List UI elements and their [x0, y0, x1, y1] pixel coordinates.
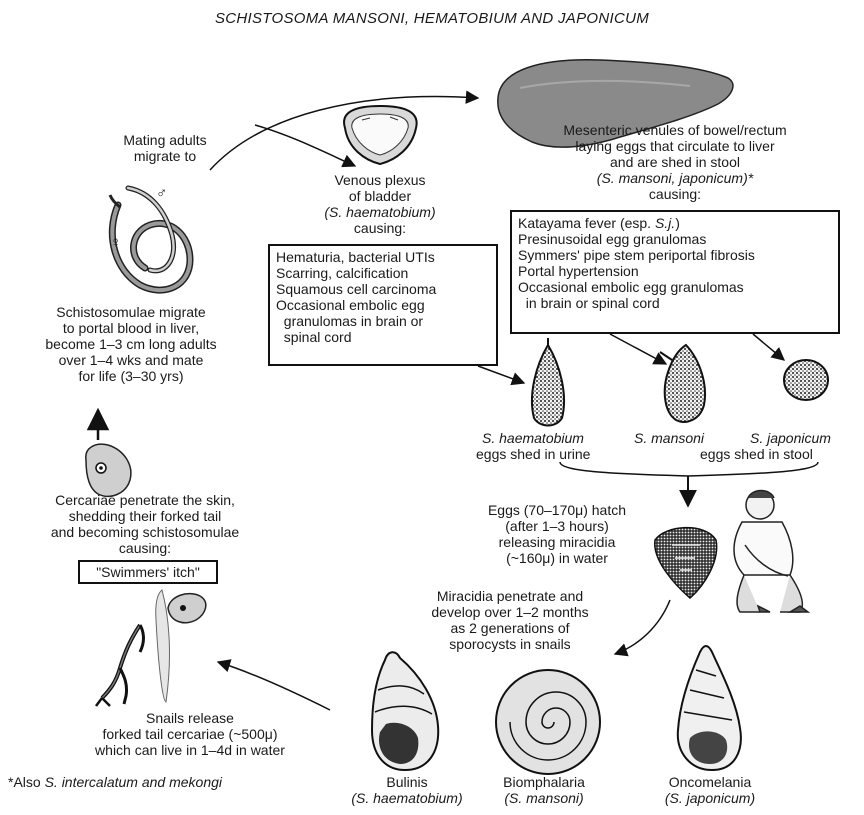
- liver-effect-item: Occasional embolic egg granulomas: [518, 279, 832, 295]
- arrow-liver-box-to-egg-japonicum: [753, 334, 784, 360]
- snail-bulinis-caption: Bulinis (S. haematobium): [332, 774, 482, 806]
- eggs-stool-label: eggs shed in stool: [700, 446, 813, 462]
- arrow-to-liver: [210, 97, 478, 170]
- liver-effect-item: Portal hypertension: [518, 263, 832, 279]
- bladder-effect-item: Hematuria, bacterial UTIs: [276, 249, 490, 265]
- egg-haematobium-label: S. haematobium: [482, 430, 584, 446]
- egg-mansoni-label: S. mansoni: [634, 430, 704, 446]
- bladder-effect-item: Squamous cell carcinoma: [276, 281, 490, 297]
- eggs-urine-label: eggs shed in urine: [476, 446, 590, 462]
- eggs-converge-bracket: [560, 462, 818, 476]
- schistosomulae-label: Schistosomulae migrate to portal blood i…: [0, 304, 262, 384]
- liver-effect-item: Presinusoidal egg granulomas: [518, 231, 832, 247]
- mating-adults-label: Mating adults migrate to: [90, 132, 240, 164]
- egg-japonicum-label: S. japonicum: [750, 430, 831, 446]
- liver-effect-item: Katayama fever (esp. S.j.): [518, 215, 832, 231]
- liver-effect-item: in brain or spinal cord: [518, 295, 832, 311]
- bladder-effect-item: Scarring, calcification: [276, 265, 490, 281]
- arrow-snails-to-cercariae: [218, 662, 330, 710]
- swimmers-itch-box: "Swimmers' itch": [78, 560, 218, 584]
- cercariae-label: Cercariae penetrate the skin, shedding t…: [0, 492, 290, 556]
- bladder-label: Venous plexus of bladder (S. haematobium…: [295, 172, 465, 236]
- arrow-bladder-box-to-egg: [478, 366, 524, 383]
- bladder-effects-box: Hematuria, bacterial UTIs Scarring, calc…: [268, 244, 498, 366]
- snail-oncomelania-caption: Oncomelania (S. japonicum): [640, 774, 780, 806]
- bladder-effect-item: Occasional embolic egg: [276, 297, 490, 313]
- miracidia-label: Miracidia penetrate and develop over 1–2…: [400, 588, 620, 652]
- male-symbol: ♂: [156, 186, 167, 202]
- snails-release-label: Snails release forked tail cercariae (~5…: [60, 710, 320, 758]
- snail-biomphalaria-caption: Biomphalaria (S. mansoni): [484, 774, 604, 806]
- arrow-to-bladder: [255, 125, 355, 166]
- liver-effect-item: Symmers' pipe stem periportal fibrosis: [518, 247, 832, 263]
- footnote: *Also S. intercalatum and mekongi: [8, 774, 222, 790]
- liver-effects-box: Katayama fever (esp. S.j.) Presinusoidal…: [510, 210, 840, 334]
- arrow-miracidia-to-snails: [615, 600, 670, 654]
- female-symbol: ♀: [110, 235, 121, 251]
- liver-label: Mesenteric venules of bowel/rectum layin…: [505, 122, 845, 202]
- bladder-effect-item: spinal cord: [276, 329, 490, 345]
- arrow-liver-box-to-egg-mansoni: [610, 334, 666, 364]
- egg-hatch-label: Eggs (70–170μ) hatch (after 1–3 hours) r…: [462, 502, 652, 566]
- bladder-effect-item: granulomas in brain or: [276, 313, 490, 329]
- diagram-title: SCHISTOSOMA MANSONI, HEMATOBIUM AND JAPO…: [0, 10, 864, 27]
